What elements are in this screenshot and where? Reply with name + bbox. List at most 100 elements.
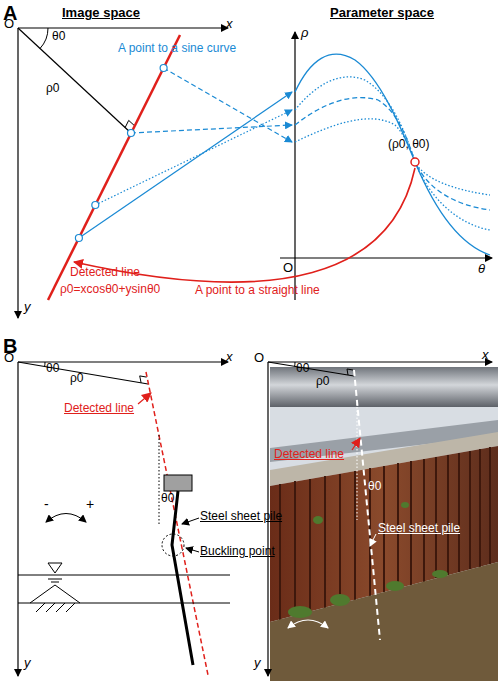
line-point bbox=[92, 202, 99, 209]
photo-axes bbox=[268, 362, 492, 676]
sine-curve bbox=[295, 54, 490, 255]
line-label: Detected line bbox=[70, 266, 140, 279]
origin-label: O bbox=[4, 17, 14, 31]
axis-label: y bbox=[254, 656, 261, 670]
y-axis bbox=[17, 28, 18, 318]
x-axis bbox=[18, 27, 228, 28]
pile-rib bbox=[339, 474, 341, 604]
point-label: (ρ0, θ0) bbox=[388, 138, 430, 151]
part-label: Buckling point bbox=[200, 545, 275, 558]
parameter-space-axes bbox=[280, 32, 492, 300]
theta-axis bbox=[280, 257, 492, 258]
right-angle-mark bbox=[140, 376, 147, 383]
mapping-arrow bbox=[131, 125, 292, 133]
plant bbox=[432, 570, 448, 578]
water-level-symbol bbox=[48, 563, 62, 573]
buckling-marker bbox=[162, 534, 184, 556]
part-label: Steel sheet pile bbox=[200, 510, 282, 523]
pile-rib bbox=[469, 451, 471, 569]
point-to-curve-arrows bbox=[75, 65, 292, 242]
leader-arrow bbox=[182, 518, 199, 524]
axis-label: ρ bbox=[301, 26, 308, 40]
pile-rib bbox=[435, 457, 437, 578]
sign-label: + bbox=[86, 497, 94, 512]
point-to-line-arrow bbox=[74, 168, 415, 282]
angle-label: θ0 bbox=[368, 480, 381, 493]
annotation: A point to a sine curve bbox=[118, 42, 236, 55]
angle-label: θ0 bbox=[296, 362, 309, 375]
site-photo bbox=[270, 367, 498, 681]
panel-heading: Parameter space bbox=[330, 6, 434, 20]
detected-line bbox=[146, 372, 208, 675]
pile-rib bbox=[354, 471, 356, 600]
origin-label: O bbox=[283, 261, 293, 275]
panel-heading: Image space bbox=[62, 6, 140, 20]
line-label: Detected line bbox=[64, 402, 134, 415]
leader-arrow bbox=[352, 438, 360, 450]
pile-rib bbox=[309, 479, 311, 612]
pile-rib bbox=[479, 449, 481, 567]
water-ground-symbols bbox=[18, 563, 230, 612]
part-label: Steel sheet pile bbox=[378, 522, 460, 535]
axis-label: y bbox=[24, 656, 31, 670]
leader-arrow bbox=[138, 393, 151, 404]
hatch bbox=[56, 603, 65, 612]
hatch bbox=[46, 603, 55, 612]
pile-rib bbox=[489, 447, 491, 564]
ground-mound bbox=[30, 585, 80, 603]
plant bbox=[386, 581, 404, 591]
detected-line bbox=[354, 370, 380, 640]
leader-arrow bbox=[370, 534, 376, 546]
equation: ρ0=xcosθ0+ysinθ0 bbox=[60, 283, 160, 296]
plant bbox=[288, 606, 312, 618]
steel-sheet-pile bbox=[172, 491, 193, 665]
ground-line bbox=[18, 603, 230, 604]
distance-label: ρ0 bbox=[70, 372, 84, 385]
pile-rib bbox=[423, 459, 425, 582]
sine-curve bbox=[295, 98, 490, 210]
axis-label: θ bbox=[478, 262, 485, 276]
angle-label: θ0 bbox=[46, 362, 59, 375]
plant bbox=[330, 594, 350, 606]
y-axis bbox=[17, 362, 18, 676]
vertical-reference bbox=[357, 400, 358, 520]
line-point bbox=[160, 65, 167, 72]
line-point bbox=[128, 130, 135, 137]
plant bbox=[313, 516, 323, 524]
water-tick bbox=[48, 579, 62, 580]
hatch bbox=[36, 603, 45, 612]
hatch bbox=[66, 603, 75, 612]
axis-label: x bbox=[226, 17, 233, 31]
line-label: Detected line bbox=[274, 448, 344, 461]
pile-rib bbox=[324, 476, 326, 608]
sky bbox=[270, 367, 498, 681]
sine-curve bbox=[295, 77, 490, 230]
intersection-point bbox=[411, 158, 419, 166]
annotation: A point to a straight line bbox=[195, 284, 320, 297]
angle-label: θ0 bbox=[52, 30, 65, 43]
pile-rib bbox=[458, 453, 460, 572]
right-angle-mark bbox=[347, 369, 353, 375]
axis-label: x bbox=[482, 348, 489, 362]
rotation-arrow bbox=[46, 514, 86, 523]
leader-arrow bbox=[186, 548, 199, 552]
pile-rib bbox=[447, 455, 449, 575]
image-space-axes bbox=[18, 28, 228, 318]
schematic-axes bbox=[18, 362, 228, 676]
axis-label: y bbox=[24, 300, 31, 314]
distance-label: ρ0 bbox=[316, 375, 330, 388]
angle-label: θ0 bbox=[161, 492, 174, 505]
angle-arc bbox=[40, 28, 48, 49]
pile-rib bbox=[294, 481, 296, 616]
rho-axis bbox=[294, 32, 295, 300]
detected-line bbox=[48, 35, 180, 300]
pile-rib bbox=[279, 484, 281, 620]
sine-curve bbox=[295, 119, 490, 195]
water-tick bbox=[51, 582, 59, 583]
distance-label: ρ0 bbox=[46, 82, 60, 95]
mapping-arrow bbox=[79, 92, 292, 238]
origin-label: O bbox=[254, 351, 264, 365]
water-surface bbox=[18, 575, 230, 576]
